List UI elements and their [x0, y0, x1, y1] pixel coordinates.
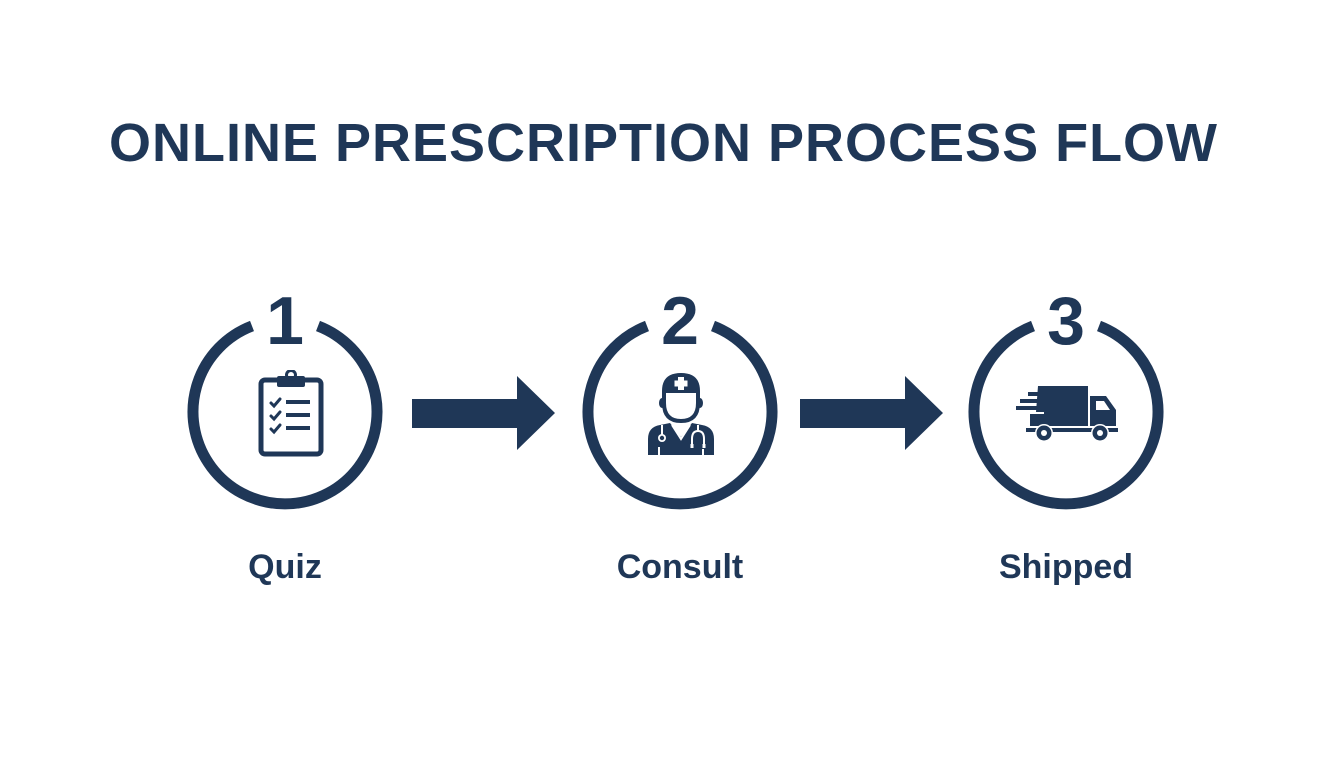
clipboard-checklist-icon [257, 369, 325, 463]
step-number: 3 [1047, 283, 1085, 359]
doctor-icon [646, 371, 716, 462]
step-number: 1 [266, 283, 304, 359]
page-title: ONLINE PRESCRIPTION PROCESS FLOW [108, 113, 1219, 173]
step-label: Quiz [248, 548, 322, 586]
step-shipped: 3 Shipped [966, 285, 1186, 615]
step-quiz: 1 Quiz [185, 285, 405, 615]
delivery-truck-icon [1016, 384, 1120, 449]
arrow-right-icon [412, 376, 557, 457]
step-consult: 2 Consult [580, 285, 800, 615]
step-ring [187, 320, 383, 510]
step-label: Consult [616, 548, 744, 586]
step-ring [968, 320, 1164, 510]
step-number: 2 [661, 283, 699, 359]
step-ring [582, 320, 778, 510]
arrow-right-icon [800, 376, 945, 457]
step-label: Shipped [998, 548, 1134, 586]
